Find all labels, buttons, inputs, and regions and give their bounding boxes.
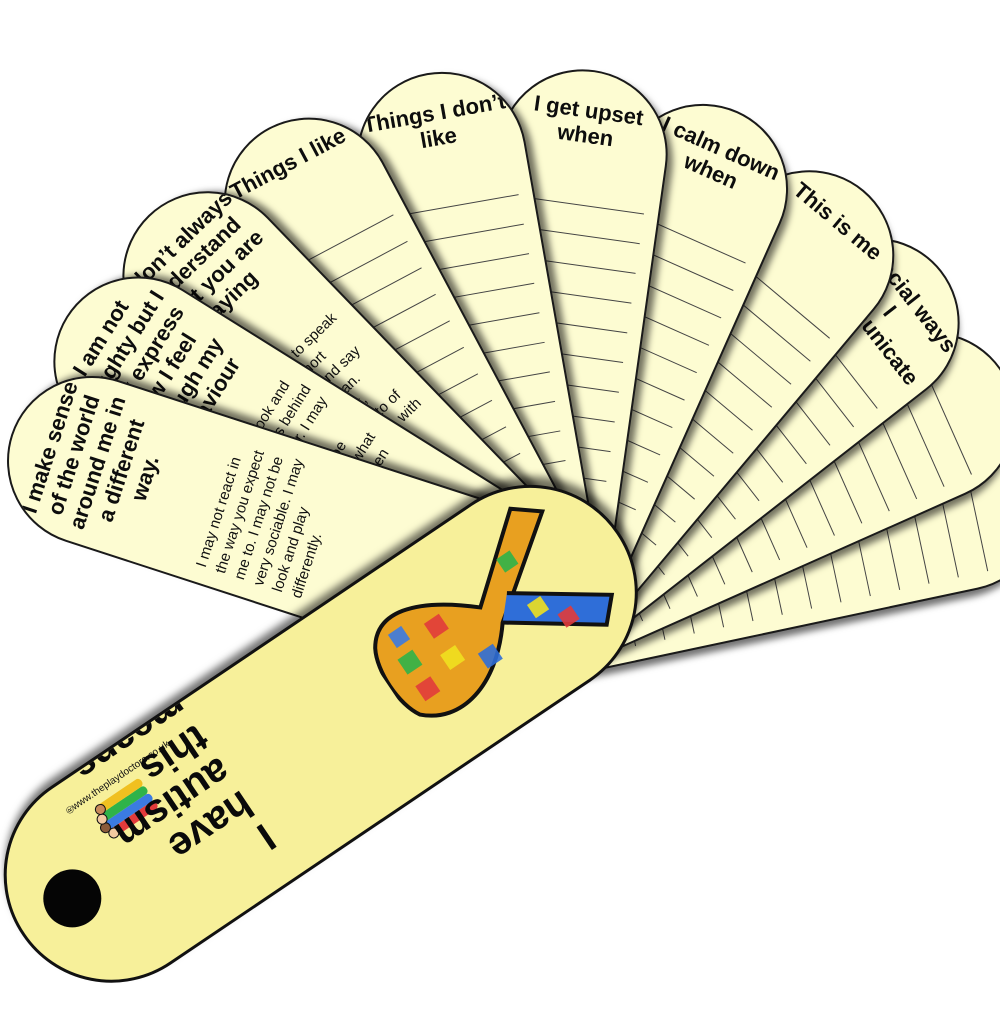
front-cover-body: ® www.theplaydoctors.co.uk I have autism…: [0, 443, 680, 1024]
puzzle-ribbon-icon: [373, 506, 615, 718]
front-cover-card[interactable]: ® www.theplaydoctors.co.uk I have autism…: [0, 443, 680, 1024]
front-title: I have autism this means: [0, 682, 283, 1024]
fan-card-title: I get upset when: [532, 90, 646, 152]
autism-fan-deck: Extra informationExtra informationSpecia…: [0, 58, 1000, 1024]
fan-card-description: I may not react in the way you expect me…: [193, 448, 326, 601]
fan-card-title: Things I don’t like: [360, 88, 508, 154]
children-logo-icon: [94, 778, 158, 839]
fan-card-title: I make sense of the world around me in a…: [16, 378, 164, 533]
